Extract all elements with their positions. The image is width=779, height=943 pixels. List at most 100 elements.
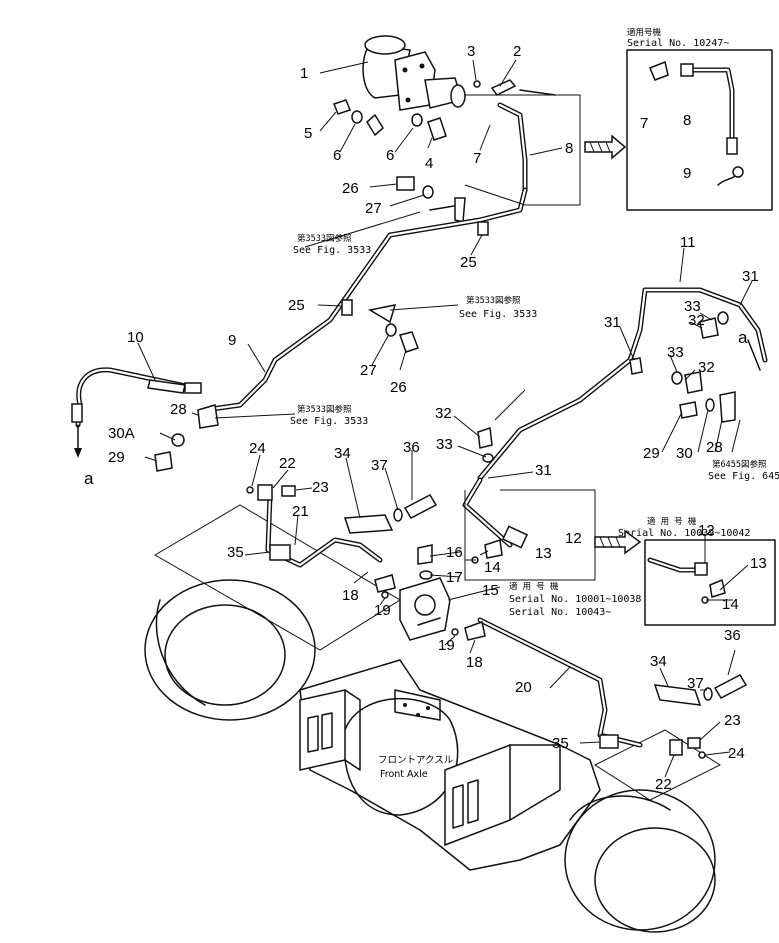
callout-10: 10 [127,329,144,346]
ring-24-left [246,486,254,494]
callout-2: 2 [513,43,521,60]
plug-23-right [687,737,701,749]
ring-24-right [698,751,706,759]
applicable-serial-a: Serial No. 10001~10038 [509,594,641,605]
ring-19-top [381,591,389,599]
figure-refs: 第3533図参照 See Fig. 3533 第3533図参照 See Fig.… [290,233,779,618]
part-28-left [197,404,219,429]
pipe-20 [477,617,643,748]
callout-28a: 28 [170,401,187,418]
right-wheel-hub [594,827,716,933]
inset-top-header: 適用号機 [627,27,662,38]
callout-30: 30 [676,445,693,462]
fitting-22-right [669,739,683,756]
inset-right-frame [644,539,776,626]
washer-30 [705,398,715,412]
callout-16: 16 [446,544,463,561]
callout-27b: 27 [360,362,377,379]
callout-37a: 37 [371,457,388,474]
plug-23-left [281,485,296,497]
arrow-a-right [747,339,761,371]
callout-6a: 6 [333,147,341,164]
inset-top-callout-7: 7 [640,115,648,132]
bolt-26 [399,331,419,353]
bolt-26-top [396,176,415,191]
fitting-3 [473,80,481,88]
callout-24b: 24 [728,745,745,762]
clamp-35-right [599,734,619,749]
ref-3533-en-3: See Fig. 3533 [290,416,368,427]
callout-23a: 23 [312,479,329,496]
callout-25a: 25 [460,254,477,271]
callout-4: 4 [425,155,433,172]
fitting-13 [484,539,503,559]
callout-9: 9 [228,332,236,349]
inset-top-callout-9: 9 [683,165,691,182]
washer-6-left [351,110,363,124]
callout-25b: 25 [288,297,305,314]
callout-29a: 29 [108,449,125,466]
left-wheel [144,579,316,721]
inset-fitting-7 [649,60,669,81]
brake-valve-assembly [362,35,556,111]
callout-13: 13 [535,545,552,562]
fitting-2 [490,79,517,96]
axle-plate-right [593,729,722,801]
callout-35a: 35 [227,544,244,561]
callout-34b: 34 [650,653,667,670]
bracket-34-right [653,684,702,706]
clamp-31 [629,357,643,375]
bracket-34-left [343,514,394,534]
applicable-header: 適 用 号 機 [509,581,559,592]
inset-right-header: 適 用 号 機 [647,516,697,527]
callout-19b: 19 [438,637,455,654]
fitting-18-top [374,574,396,593]
callout-32b: 32 [698,359,715,376]
inset-right-callout-13: 13 [750,555,767,572]
washer-33-right [671,371,683,385]
callout-35b: 35 [552,735,569,752]
inset-top-callout-8: 8 [683,112,691,129]
callout-20: 20 [515,679,532,696]
inset-right-callout-14: 14 [722,596,739,613]
callout-18b: 18 [466,654,483,671]
bolt-36-right [713,674,748,699]
ref-3533-en-1: See Fig. 3533 [293,245,371,256]
applicable-serial-b: Serial No. 10043~ [509,607,611,618]
washer-37-right [703,687,713,701]
bolt-29-right [679,401,698,419]
leader-lines [137,59,753,778]
bolt-29-left [154,451,173,472]
marker-a-right: a [738,328,748,347]
callout-22b: 22 [655,776,672,793]
callout-33c: 33 [436,436,453,453]
callout-31a: 31 [742,268,759,285]
callout-32c: 32 [435,405,452,422]
callout-29b: 29 [643,445,660,462]
washer-33-right-top [717,311,729,325]
arrows [74,134,761,555]
callout-19a: 19 [374,602,391,619]
ref-3533-jp-1: 第3533図参照 [297,233,352,244]
ref-3533-jp-2: 第3533図参照 [466,295,521,306]
fitting-18-bottom [464,621,486,641]
callout-7: 7 [473,150,481,167]
callout-12: 12 [565,530,582,547]
ref-3533-en-2: See Fig. 3533 [459,309,537,320]
washer-37-left [393,508,403,522]
nut-5 [333,99,351,115]
washer-27-top [422,185,434,199]
bolt-36-left [403,494,438,519]
bolt-32-right [684,371,703,394]
callout-21: 21 [292,503,309,520]
callout-8: 8 [565,140,573,157]
part-28-right [719,391,736,423]
arrow-to-inset-top [584,134,627,160]
callout-11: 11 [680,234,696,251]
clamp-25-upper [477,221,489,236]
callout-37b: 37 [687,675,704,692]
axle-label-jp: フロントアクスル [378,755,454,766]
callout-31c: 31 [535,462,552,479]
